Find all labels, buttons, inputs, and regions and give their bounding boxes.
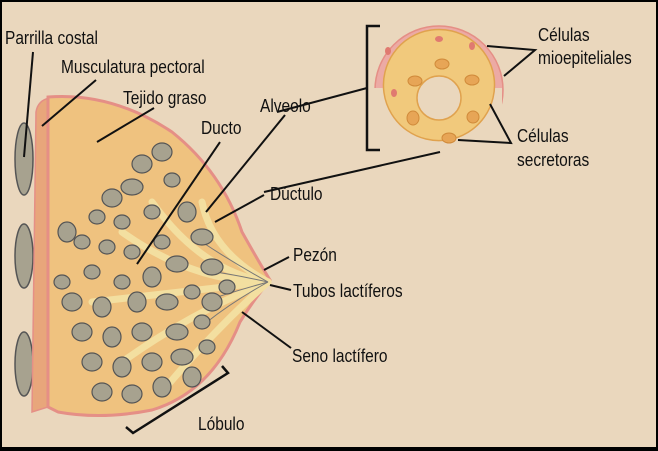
label-secretory-line1: Células — [517, 126, 569, 146]
lobule-blob — [91, 382, 113, 402]
lobule-blob — [200, 258, 224, 276]
label-ductule: Dúctulo — [270, 184, 323, 204]
lobule-blob — [120, 178, 144, 196]
rib — [14, 122, 34, 196]
label-myoepithelial-line2: mioepiteliales — [538, 48, 632, 68]
lobule-blob — [121, 384, 143, 404]
leader-lines — [23, 45, 538, 349]
lobule-blob — [71, 322, 93, 342]
label-myoepithelial-line1: Células — [538, 25, 590, 45]
lobule-blob — [83, 264, 101, 280]
lobule-blob — [53, 274, 71, 290]
lobule-blob — [92, 296, 112, 318]
lobule-blob — [153, 234, 171, 250]
lobule-blob — [131, 322, 153, 342]
lobule-blob — [112, 356, 132, 378]
lobule-blob — [142, 266, 162, 288]
lobule-blob — [81, 352, 103, 372]
lobule-blob — [170, 348, 194, 366]
lobule-blob — [198, 339, 216, 355]
lobule-blob — [73, 234, 91, 250]
label-fat-tissue: Tejido graso — [123, 88, 207, 108]
label-nipple: Pezón — [293, 245, 337, 265]
label-lactiferous-ducts: Tubos lactíferos — [293, 281, 403, 301]
label-rib-cage: Parrilla costal — [5, 28, 98, 48]
label-duct: Ducto — [201, 118, 242, 138]
lobule-blob — [101, 188, 123, 208]
lobule-blob — [182, 366, 202, 388]
lobule-blob — [113, 274, 131, 290]
label-alveolus: Alveolo — [260, 96, 311, 116]
lobule-blob — [190, 228, 214, 246]
lobule-blob — [165, 323, 189, 341]
label-lactiferous-sinus: Seno lactífero — [292, 346, 388, 366]
lobule-bracket — [125, 365, 230, 435]
lobule-blob — [183, 284, 201, 300]
lobule-blob — [152, 376, 172, 398]
duct-tree — [88, 198, 272, 396]
lobule-blob — [193, 314, 211, 330]
lobule-blob — [177, 201, 197, 223]
lobule-blob — [131, 154, 153, 174]
lobule-blob — [102, 326, 122, 348]
lobule-blob — [127, 291, 147, 313]
lobule-blob — [61, 292, 83, 312]
label-lobule: Lóbulo — [198, 414, 245, 434]
lobule-blob — [98, 239, 116, 255]
lobule-blob — [163, 172, 181, 188]
label-pectoral-muscle: Musculatura pectoral — [61, 57, 205, 77]
lobule-cluster — [53, 142, 236, 404]
lobule-blob — [113, 214, 131, 230]
lobule-blob — [143, 204, 161, 220]
rib — [14, 331, 34, 397]
lobule-blob — [88, 209, 106, 225]
lobule-blob — [155, 293, 179, 311]
lobule-blob — [151, 142, 173, 162]
lobule-blob — [141, 352, 163, 372]
lobule-blob — [218, 279, 236, 295]
lobule-blob — [57, 221, 77, 243]
label-secretory-line2: secretoras — [517, 150, 590, 170]
rib — [14, 223, 34, 289]
lobule-blob — [201, 292, 223, 312]
lobule-blob — [123, 244, 141, 260]
lobule-blob — [165, 255, 189, 273]
alveolus-cross-section — [362, 25, 504, 158]
